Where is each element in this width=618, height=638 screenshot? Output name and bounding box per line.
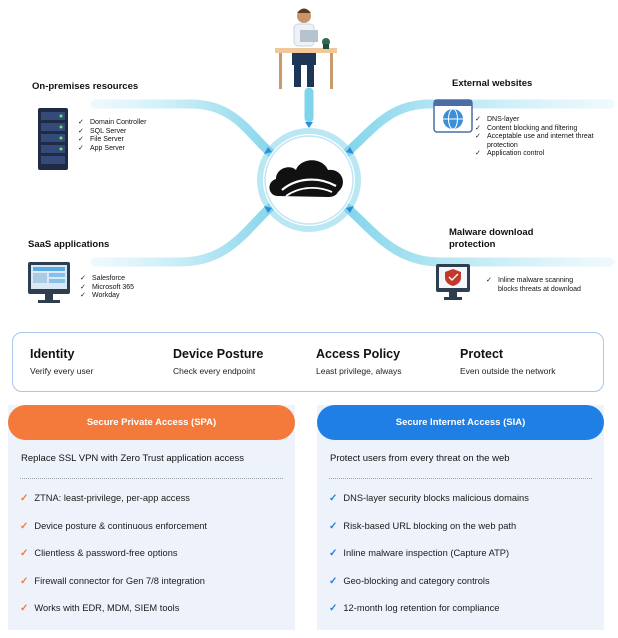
- pillar-subtitle: Least privilege, always: [316, 366, 402, 376]
- list-item: ✓ Inline malware inspection (Capture ATP): [329, 548, 529, 576]
- shield-monitor-icon: [436, 264, 470, 300]
- server-rack-icon: [38, 108, 68, 170]
- list-item-text: Firewall connector for Gen 7/8 integrati…: [34, 575, 205, 586]
- divider: [329, 478, 592, 479]
- list-item-text: Clientless & password-free options: [34, 548, 178, 558]
- pillar-title: Access Policy: [316, 347, 401, 361]
- pillar-subtitle: Verify every user: [30, 366, 94, 376]
- list-item-text: DNS-layer security blocks malicious doma…: [343, 493, 529, 503]
- list-item-text: Risk-based URL blocking on the web path: [343, 520, 517, 531]
- onprem-item: Domain Controller: [78, 119, 146, 128]
- pillar-title: Device Posture: [173, 347, 264, 361]
- divider: [20, 478, 283, 479]
- pillar-subtitle: Even outside the network: [460, 366, 556, 376]
- external-list: DNS-layer Content blocking and filtering…: [475, 116, 595, 159]
- spa-list: ✓ ZTNA: least-privilege, per-app access ✓…: [20, 493, 207, 631]
- onprem-item: File Server: [78, 136, 146, 145]
- saas-title: SaaS applications: [28, 239, 110, 250]
- sia-list: ✓ DNS-layer security blocks malicious dom…: [329, 493, 529, 631]
- spa-intro: Replace SSL VPN with Zero Trust applicat…: [21, 453, 244, 464]
- pillar-identity: Identity Verify every user: [30, 347, 93, 376]
- central-hub: [257, 122, 361, 232]
- external-item: Content blocking and filtering: [475, 125, 595, 134]
- saas-list: Salesforce Microsoft 365 Workday: [80, 275, 134, 301]
- external-item: Acceptable use and internet threat prote…: [475, 133, 595, 150]
- check-icon: ✓: [329, 548, 338, 559]
- external-item: DNS-layer: [475, 116, 595, 125]
- list-item: ✓ Device posture & continuous enforcement: [20, 521, 207, 549]
- person-laptop-icon: [275, 8, 337, 89]
- onprem-title: On-premises resources: [32, 81, 139, 92]
- architecture-diagram: [28, 8, 615, 303]
- check-icon: ✓: [20, 520, 29, 532]
- list-item: ✓ ZTNA: least-privilege, per-app access: [20, 493, 207, 521]
- external-title: External websites: [452, 78, 533, 89]
- malware-list: Inline malware scanning blocks threats a…: [486, 277, 582, 294]
- onprem-item: SQL Server: [78, 128, 146, 137]
- spa-card: Secure Private Access (SPA) Replace SSL …: [8, 405, 295, 630]
- globe-browser-icon: [433, 99, 473, 133]
- pillar-device-posture: Device Posture Check every endpoint: [173, 347, 263, 376]
- list-item-text: Device posture & continuous enforcement: [34, 520, 207, 531]
- sia-card: Secure Internet Access (SIA) Protect use…: [317, 405, 604, 630]
- list-item-text: Geo-blocking and category controls: [343, 575, 490, 586]
- check-icon: ✓: [329, 603, 338, 614]
- zero-trust-pillars: Identity Verify every user Device Postur…: [12, 332, 604, 392]
- cloud-logo-icon: [269, 160, 343, 197]
- pillar-access-policy: Access Policy Least privilege, always: [316, 347, 402, 376]
- pillar-title: Protect: [460, 347, 504, 361]
- list-item-text: Works with EDR, MDM, SIEM tools: [34, 603, 180, 613]
- saas-item: Microsoft 365: [80, 284, 134, 293]
- pillar-protect: Protect Even outside the network: [460, 347, 555, 376]
- sia-intro: Protect users from every threat on the w…: [330, 453, 510, 464]
- check-icon: ✓: [20, 493, 29, 504]
- saas-item: Workday: [80, 292, 134, 301]
- list-item: ✓ Firewall connector for Gen 7/8 integrat…: [20, 576, 207, 604]
- check-icon: ✓: [329, 575, 338, 587]
- flow-saas: [90, 195, 285, 267]
- onprem-item: App Server: [78, 145, 146, 154]
- sia-header: Secure Internet Access (SIA): [317, 405, 604, 440]
- list-item-text: 12-month log retention for compliance: [343, 603, 500, 613]
- external-item: Application control: [475, 150, 595, 159]
- list-item: ✓ Works with EDR, MDM, SIEM tools: [20, 603, 207, 631]
- check-icon: ✓: [329, 520, 338, 532]
- malware-item: Inline malware scanning blocks threats a…: [486, 277, 582, 294]
- check-icon: ✓: [20, 575, 29, 587]
- pillar-title: Identity: [30, 347, 75, 361]
- list-item: ✓ Risk-based URL blocking on the web path: [329, 521, 529, 549]
- spa-header: Secure Private Access (SPA): [8, 405, 295, 440]
- pillar-subtitle: Check every endpoint: [173, 366, 256, 376]
- list-item: ✓ 12-month log retention for compliance: [329, 603, 529, 631]
- check-icon: ✓: [20, 603, 29, 614]
- list-item: ✓ DNS-layer security blocks malicious dom…: [329, 493, 529, 521]
- dashboard-monitor-icon: [28, 262, 70, 303]
- onprem-list: Domain Controller SQL Server File Server…: [78, 119, 146, 153]
- list-item-text: ZTNA: least-privilege, per-app access: [34, 493, 190, 503]
- list-item: ✓ Clientless & password-free options: [20, 548, 207, 576]
- check-icon: ✓: [20, 548, 29, 559]
- list-item: ✓ Geo-blocking and category controls: [329, 576, 529, 604]
- saas-item: Salesforce: [80, 275, 134, 284]
- check-icon: ✓: [329, 493, 338, 504]
- malware-title: Malware download protection: [449, 227, 534, 250]
- list-item-text: Inline malware inspection (Capture ATP): [343, 548, 510, 558]
